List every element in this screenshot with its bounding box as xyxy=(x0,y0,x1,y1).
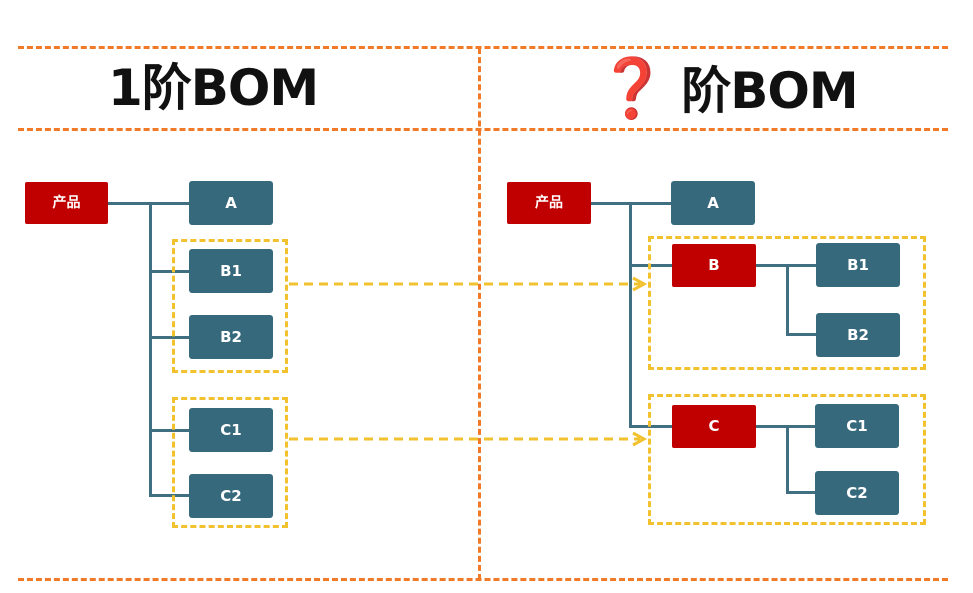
left-root-link xyxy=(107,202,151,205)
left-node-a: A xyxy=(189,181,273,225)
left-node-c1: C1 xyxy=(189,408,273,452)
right-branch-a xyxy=(629,202,673,205)
header-divider xyxy=(18,128,948,131)
right-b-link xyxy=(755,264,789,267)
right-c-trunk xyxy=(786,425,789,494)
left-title-text: 阶BOM xyxy=(141,59,319,117)
right-b2-link xyxy=(786,333,818,336)
center-divider xyxy=(478,48,481,580)
question-mark-icon: ❓ xyxy=(596,54,668,122)
arrow-b-head-icon xyxy=(632,276,648,292)
arrow-c-head-icon xyxy=(632,431,648,447)
right-node-c: C xyxy=(672,405,756,448)
right-branch-b xyxy=(629,264,673,267)
left-title: 1阶BOM xyxy=(108,58,319,118)
right-group-c xyxy=(648,394,926,525)
left-node-c2: C2 xyxy=(189,474,273,518)
right-title: ❓阶BOM xyxy=(596,58,859,120)
bottom-divider xyxy=(18,578,948,581)
right-b1-link xyxy=(786,264,818,267)
left-branch-b2 xyxy=(149,336,191,339)
left-group-b xyxy=(172,239,288,373)
left-branch-c2 xyxy=(149,494,191,497)
right-node-a: A xyxy=(671,181,755,225)
left-branch-c1 xyxy=(149,429,191,432)
left-branch-a xyxy=(149,202,191,205)
left-root-node: 产品 xyxy=(25,182,108,224)
top-divider xyxy=(18,46,948,49)
left-node-b1: B1 xyxy=(189,249,273,293)
right-group-b xyxy=(648,236,926,370)
left-group-c xyxy=(172,397,288,528)
right-node-c1: C1 xyxy=(815,404,899,448)
right-c2-link xyxy=(786,491,818,494)
right-title-text: 阶BOM xyxy=(681,62,858,120)
right-c-link xyxy=(755,425,789,428)
right-c1-link xyxy=(786,425,818,428)
right-root-node: 产品 xyxy=(507,182,591,224)
left-trunk xyxy=(149,202,152,496)
right-trunk xyxy=(629,202,632,428)
right-node-c2: C2 xyxy=(815,471,899,515)
right-node-b2: B2 xyxy=(816,313,900,357)
left-branch-b1 xyxy=(149,270,191,273)
left-node-b2: B2 xyxy=(189,315,273,359)
left-title-prefix: 1 xyxy=(108,59,143,117)
right-root-link xyxy=(590,202,632,205)
right-node-b1: B1 xyxy=(816,243,900,287)
right-node-b: B xyxy=(672,244,756,287)
right-branch-c xyxy=(629,425,673,428)
right-b-trunk xyxy=(786,264,789,336)
